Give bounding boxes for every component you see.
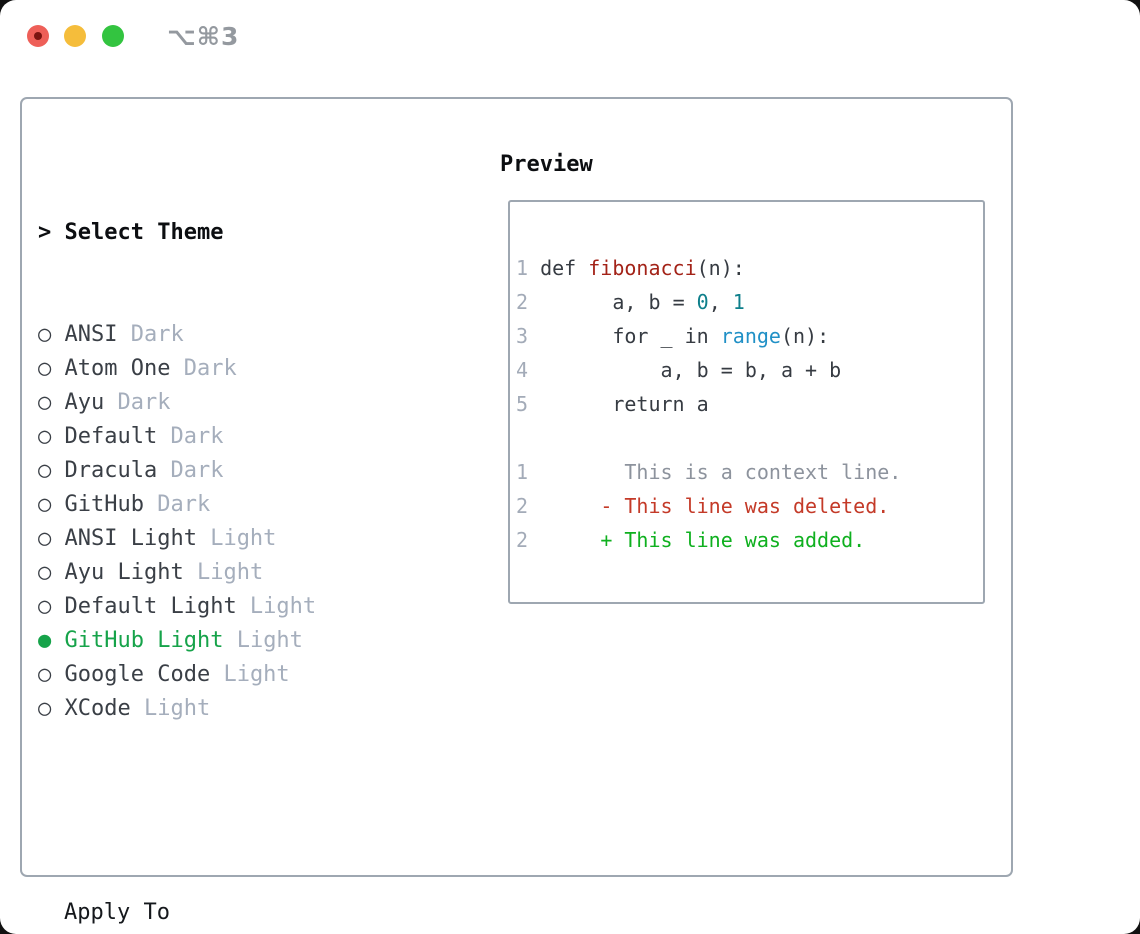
theme-variant: Dark	[170, 356, 237, 381]
line-number: 3	[516, 324, 541, 348]
theme-variant: Light	[210, 662, 290, 687]
minimize-button[interactable]	[64, 25, 86, 47]
theme-list: ○ ANSI Dark○ Atom One Dark○ Ayu Dark○ De…	[38, 318, 409, 726]
code-line: 2 - This line was deleted.	[516, 494, 890, 518]
window-title-shortcut: ⌥⌘3	[167, 22, 240, 51]
line-number: 5	[516, 392, 541, 416]
zoom-button[interactable]	[102, 25, 124, 47]
theme-option[interactable]: ○ Atom One Dark	[38, 352, 409, 386]
radio-unselected-icon: ○	[38, 662, 65, 687]
spacer-row	[38, 794, 409, 828]
theme-variant: Light	[196, 526, 277, 551]
theme-variant: Dark	[143, 492, 211, 517]
line-number: 1	[516, 460, 541, 484]
line-number: 2	[516, 494, 541, 518]
radio-unselected-icon: ○	[38, 560, 65, 585]
theme-option[interactable]: ○ Dracula Dark	[38, 454, 409, 488]
preview-box: 1 def fibonacci(n): 2 a, b = 0, 1 3 for _ …	[508, 200, 985, 604]
theme-variant: Light	[236, 594, 317, 619]
code-line: 2 + This line was added.	[516, 528, 866, 552]
theme-option[interactable]: ○ Ayu Dark	[38, 386, 409, 420]
theme-variant: Light	[130, 696, 211, 721]
theme-option[interactable]: ○ ANSI Dark	[38, 318, 409, 352]
line-number: 1	[516, 256, 541, 280]
theme-name: XCode	[64, 696, 131, 721]
code-line: 3 for _ in range(n):	[516, 324, 830, 348]
code-line: 1 This is a context line.	[516, 460, 902, 484]
radio-selected-icon: ●	[38, 628, 65, 653]
theme-option[interactable]: ○ Default Dark	[38, 420, 409, 454]
code-line: 4 a, b = b, a + b	[516, 358, 842, 382]
theme-name: GitHub	[64, 492, 144, 517]
radio-unselected-icon: ○	[38, 696, 65, 721]
code-line: 1 def fibonacci(n):	[516, 256, 745, 280]
code-line: 2 a, b = 0, 1	[516, 290, 745, 314]
theme-option[interactable]: ● GitHub Light Light	[38, 624, 409, 658]
theme-variant: Dark	[104, 390, 171, 415]
theme-name: Ayu	[64, 390, 105, 415]
select-theme-title: Select Theme	[64, 220, 224, 245]
cursor-prompt-icon: >	[38, 220, 65, 245]
code-preview: 1 def fibonacci(n): 2 a, b = 0, 1 3 for _ …	[516, 251, 901, 557]
theme-name: ANSI Light	[64, 526, 197, 551]
theme-name: Dracula	[64, 458, 158, 483]
close-button[interactable]	[27, 25, 49, 47]
theme-name: Atom One	[64, 356, 171, 381]
theme-variant: Dark	[157, 424, 224, 449]
code-line	[516, 421, 901, 455]
theme-option[interactable]: ○ GitHub Dark	[38, 488, 409, 522]
line-number	[516, 426, 528, 450]
radio-unselected-icon: ○	[38, 492, 65, 517]
select-theme-heading: > Select Theme	[38, 216, 409, 250]
titlebar: ⌥⌘3	[0, 0, 1140, 74]
theme-variant: Light	[223, 628, 303, 653]
theme-name: Default Light	[64, 594, 237, 619]
theme-name: Ayu Light	[64, 560, 184, 585]
theme-option[interactable]: ○ ANSI Light Light	[38, 522, 409, 556]
radio-unselected-icon: ○	[38, 458, 65, 483]
theme-option[interactable]: ○ Ayu Light Light	[38, 556, 409, 590]
line-number: 4	[516, 358, 541, 382]
radio-unselected-icon: ○	[38, 424, 65, 449]
radio-unselected-icon: ○	[38, 594, 65, 619]
apply-to-heading: Apply To	[64, 900, 170, 925]
theme-name: Default	[64, 424, 158, 449]
theme-option[interactable]: ○ Google Code Light	[38, 658, 409, 692]
theme-option[interactable]: ○ Default Light Light	[38, 590, 409, 624]
line-number: 2	[516, 528, 541, 552]
preview-heading: Preview	[500, 152, 593, 177]
theme-picker-left-column: > Select Theme ○ ANSI Dark○ Atom One Dar…	[38, 148, 409, 934]
line-number: 2	[516, 290, 541, 314]
theme-picker-dialog: > Select Theme ○ ANSI Dark○ Atom One Dar…	[20, 97, 1013, 925]
theme-variant: Dark	[117, 322, 184, 347]
theme-variant: Dark	[157, 458, 224, 483]
theme-variant: Light	[183, 560, 264, 585]
theme-name: Google Code	[64, 662, 211, 687]
radio-unselected-icon: ○	[38, 356, 65, 381]
theme-name: GitHub Light	[64, 628, 224, 653]
radio-unselected-icon: ○	[38, 526, 65, 551]
radio-unselected-icon: ○	[38, 390, 65, 415]
theme-option[interactable]: ○ XCode Light	[38, 692, 409, 726]
code-line: 5 return a	[516, 392, 709, 416]
theme-name: ANSI	[64, 322, 118, 347]
radio-unselected-icon: ○	[38, 322, 65, 347]
